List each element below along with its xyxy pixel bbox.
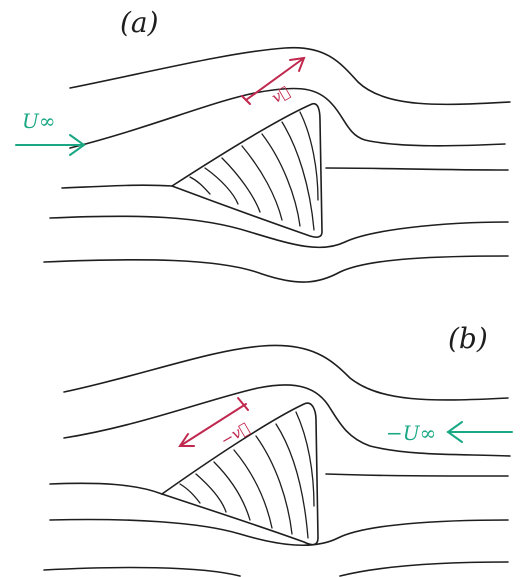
panel-b-label: (b) [448, 322, 488, 355]
freestream-arrow-b [446, 421, 513, 443]
streamline-b-3 [49, 482, 163, 495]
obstacle-b [161, 402, 319, 546]
streamline-a-2 [69, 87, 506, 149]
freestream-arrow-a [15, 134, 86, 156]
panel-b: (b) −U∞ −v⃗ [43, 322, 513, 577]
streamline-a-4 [49, 215, 509, 249]
freestream-label-a: U∞ [22, 109, 56, 133]
streamline-b-4 [49, 518, 509, 546]
streamline-b-5 [43, 566, 241, 577]
obstacle-b-hatching [179, 411, 315, 539]
freestream-label-b: −U∞ [386, 421, 436, 445]
streamline-b-2 [63, 384, 511, 457]
streamline-b-5b [339, 561, 509, 577]
panel-a: (a) U∞ v⃗ [15, 6, 511, 283]
streamline-b-3b [325, 473, 509, 477]
velocity-arrow-b [178, 397, 249, 447]
streamline-a-1 [69, 46, 511, 106]
obstacle-a-hatching [189, 111, 319, 231]
obstacle-a [171, 102, 323, 238]
streamline-a-5 [43, 255, 509, 283]
velocity-label-a: v⃗ [269, 82, 293, 106]
streamline-a-3b [325, 167, 509, 171]
panel-a-label: (a) [120, 6, 159, 39]
velocity-arrow-a [241, 56, 306, 105]
streamline-a-3 [61, 184, 173, 189]
streamline-b-1 [63, 344, 509, 401]
